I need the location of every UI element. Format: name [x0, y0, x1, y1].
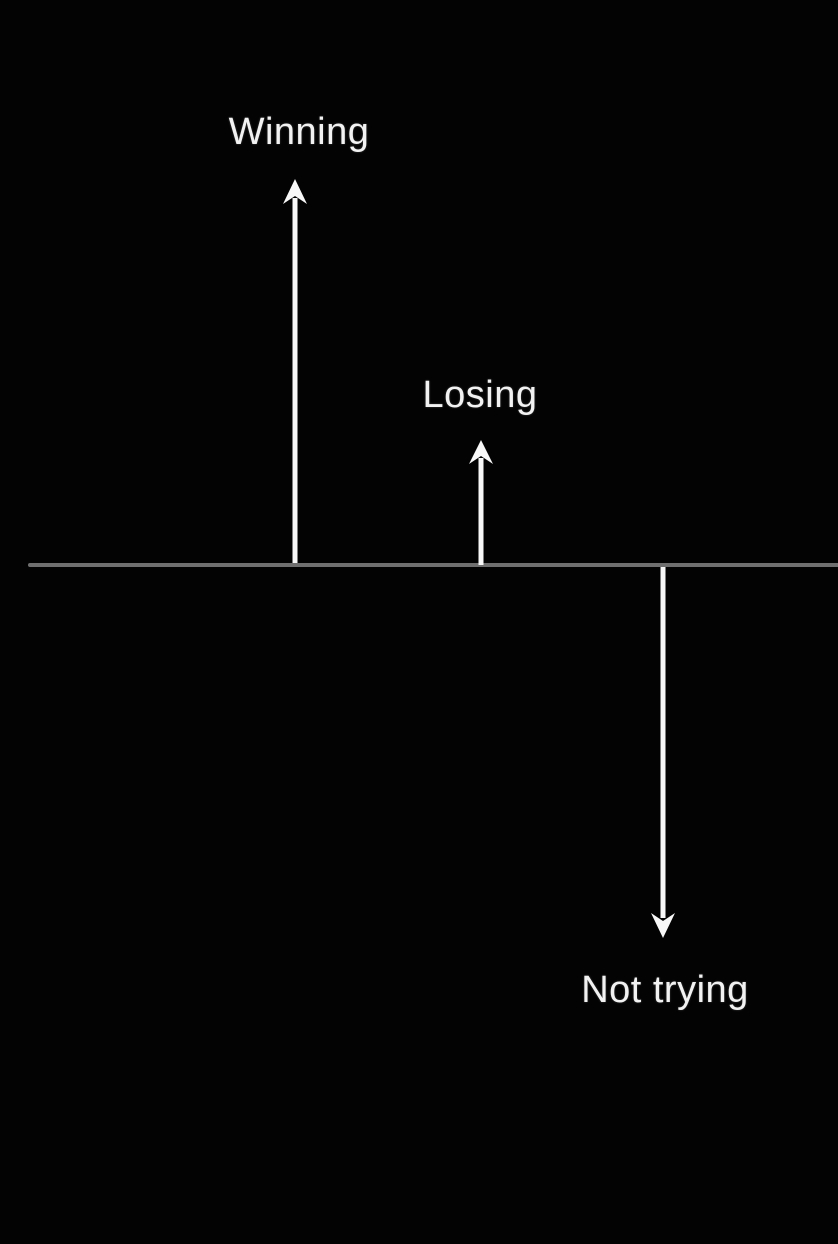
losing-label: Losing — [422, 374, 538, 416]
winning-label: Winning — [228, 111, 370, 153]
losing-arrow-head — [469, 440, 493, 464]
not-trying-label: Not trying — [581, 969, 749, 1011]
losing-arrow — [469, 440, 493, 565]
winning-arrow — [283, 179, 307, 563]
not-trying-arrow-head — [651, 913, 675, 938]
not-trying-arrow — [651, 567, 675, 938]
winning-arrow-head — [283, 179, 307, 204]
